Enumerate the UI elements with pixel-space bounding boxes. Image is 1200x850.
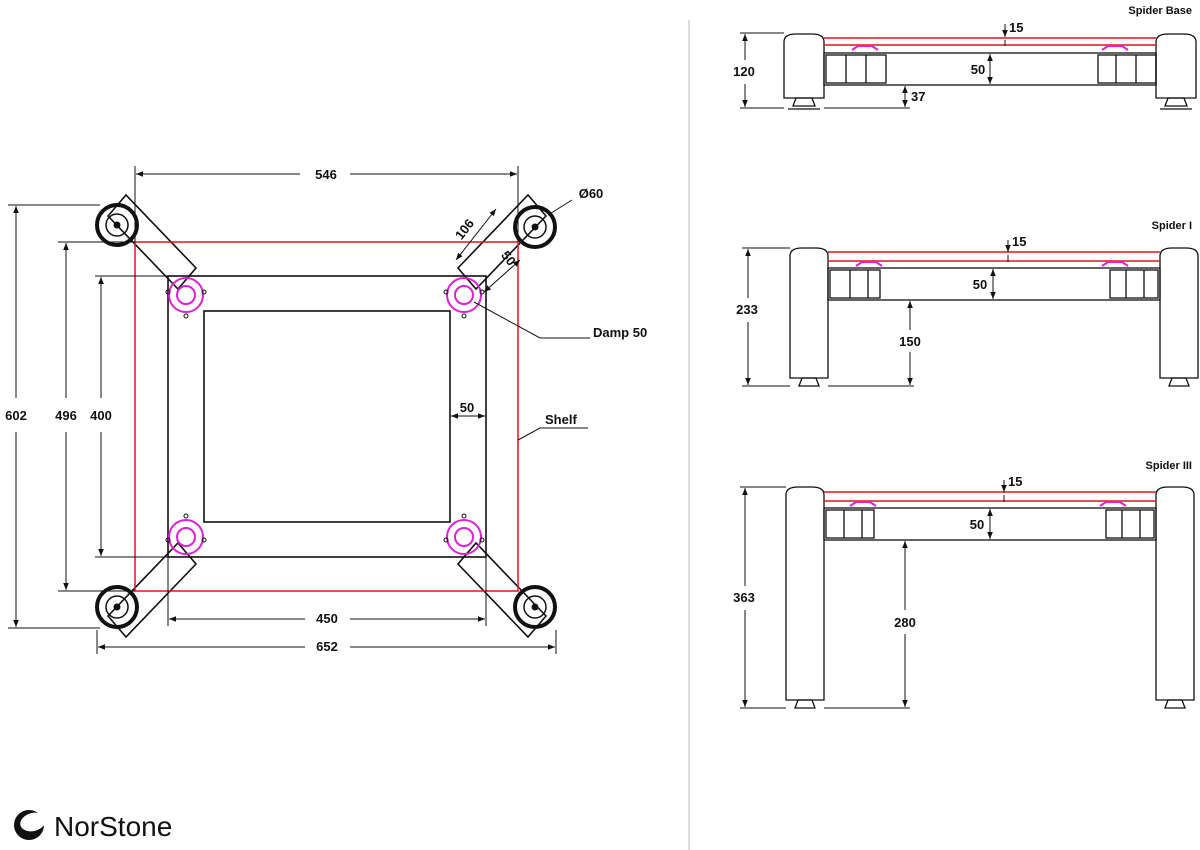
- left-post: [783, 33, 825, 99]
- right-spike: [1168, 377, 1190, 387]
- side-view-spider-i: Spider I 233 15 50 150: [736, 220, 1199, 387]
- dim-beam: 50: [973, 277, 987, 292]
- top-view-labels: 546 Ø60 106 50 Damp 50 50 Shelf 602 496 …: [5, 167, 647, 654]
- right-spike: [1164, 699, 1186, 709]
- frame-outer: [167, 275, 487, 558]
- foot-top-left: [95, 203, 139, 247]
- damper-screws: [165, 289, 485, 543]
- left-post: [789, 247, 829, 379]
- dim-clear: 280: [894, 615, 916, 630]
- dim-beam: 50: [971, 62, 985, 77]
- damper-bottom-left: [168, 519, 204, 555]
- feet: [95, 203, 557, 629]
- label-damp: Damp 50: [593, 325, 647, 340]
- left-spike: [794, 699, 816, 709]
- dim-beam: 50: [970, 517, 984, 532]
- dim-400: 400: [90, 408, 112, 423]
- side-view-title: Spider Base: [1128, 5, 1192, 17]
- foot-bottom-left: [95, 585, 139, 629]
- damper-bottom-right: [446, 519, 482, 555]
- dim-652: 652: [316, 639, 338, 654]
- dim-height: 120: [733, 64, 755, 79]
- dim-496: 496: [55, 408, 77, 423]
- beam: [827, 267, 1161, 301]
- dim-450: 450: [316, 611, 338, 626]
- damper-top-left: [168, 277, 204, 313]
- brand-name: NorStone: [54, 811, 172, 842]
- right-post: [1155, 33, 1197, 99]
- right-spike: [1164, 97, 1188, 107]
- dim-546: 546: [315, 167, 337, 182]
- top-view: 546 Ø60 106 50 Damp 50 50 Shelf 602 496 …: [5, 166, 647, 654]
- side-view-spider-base: Spider Base 120 15 50 37: [733, 5, 1197, 110]
- left-spike: [792, 97, 816, 107]
- dim-diameter: Ø60: [579, 186, 604, 201]
- dim-602: 602: [5, 408, 27, 423]
- dim-top: 15: [1008, 474, 1022, 489]
- dim-top: 15: [1009, 20, 1023, 35]
- dampers: [168, 277, 482, 555]
- dim-clear: 150: [899, 334, 921, 349]
- dim-top: 15: [1012, 234, 1026, 249]
- arm-bottom-left: [106, 541, 198, 639]
- frame-inner: [203, 310, 451, 523]
- right-post: [1155, 486, 1195, 701]
- left-spike: [798, 377, 820, 387]
- dim-height: 233: [736, 302, 758, 317]
- norstone-logo: NorStone: [14, 810, 172, 842]
- arm-bottom-right: [456, 541, 548, 639]
- shelf-outline: [134, 241, 519, 592]
- side-view-title: Spider III: [1146, 460, 1192, 472]
- dim-frame-50: 50: [460, 400, 474, 415]
- label-shelf: Shelf: [545, 412, 577, 427]
- logo-mark-icon: [14, 810, 46, 840]
- foot-bottom-right: [513, 585, 557, 629]
- dim-height: 363: [733, 590, 755, 605]
- dim-clear: 37: [911, 89, 925, 104]
- left-post: [785, 486, 825, 701]
- dim-arm-50: 50: [498, 248, 519, 269]
- top-view-dimension-lines: [8, 166, 590, 654]
- frame: [167, 275, 487, 558]
- arm-top-left: [106, 193, 198, 291]
- beam: [823, 507, 1157, 541]
- side-view-spider-iii: Spider III 363 15 50 280: [733, 460, 1195, 709]
- side-view-title: Spider I: [1152, 220, 1192, 232]
- damper-top-right: [446, 277, 482, 313]
- foot-top-right: [513, 205, 557, 249]
- right-post: [1159, 247, 1199, 379]
